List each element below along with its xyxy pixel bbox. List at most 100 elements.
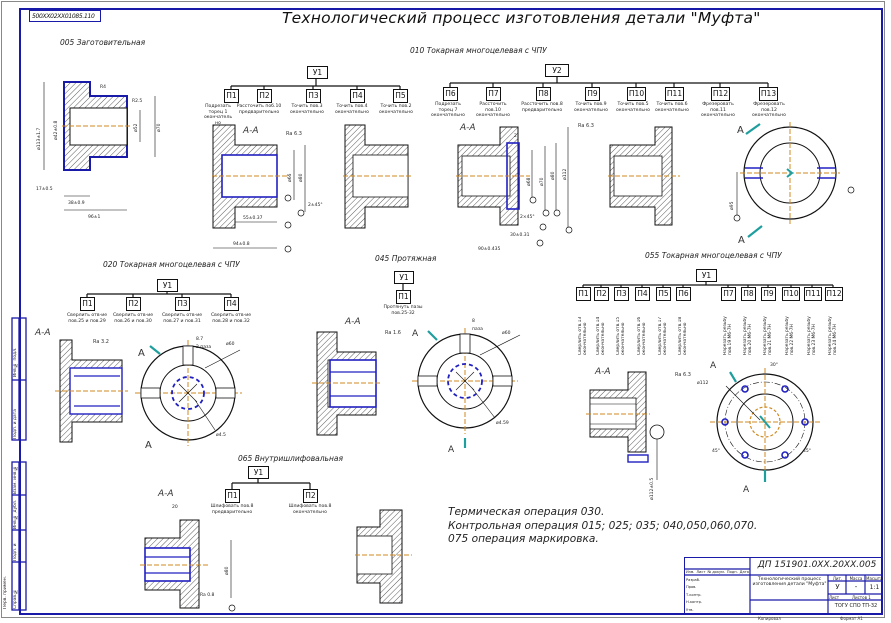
col-label: Изм. bbox=[686, 570, 695, 574]
view-label: А bbox=[737, 125, 744, 136]
side-stamp-label: Подп. и дата bbox=[13, 543, 19, 561]
op020-name: 020 Токарная многоцелевая с ЧПУ bbox=[103, 260, 240, 269]
technical-notes: Термическая операция 030. Контрольная оп… bbox=[448, 506, 757, 547]
op045-name: 045 Протяжная bbox=[375, 254, 437, 263]
note-line: Термическая операция 030. bbox=[448, 506, 605, 518]
view-label: А bbox=[412, 329, 419, 339]
step-text: Точить пов.9 окончательно bbox=[574, 102, 608, 113]
setup-box: У1 bbox=[696, 269, 717, 282]
step-text: Нарезать резьбу пов.23 М6-7Н bbox=[807, 316, 817, 355]
section-label: А-А bbox=[242, 126, 259, 136]
step-text: Сверлить отв.13 окончательно bbox=[578, 316, 588, 355]
dim-label: R2.5 bbox=[132, 98, 142, 104]
step-box: П4 bbox=[635, 287, 650, 301]
step-text: Фрезеровать пов.12 окончательно bbox=[752, 102, 786, 119]
step-text: Сверлить отв.15 окончательно bbox=[616, 316, 626, 355]
dim-label: ø113±1.7 bbox=[36, 128, 42, 150]
step-box: П3 bbox=[175, 297, 190, 311]
step-text: Точить пов.3 окончательно bbox=[290, 104, 324, 115]
role-label: Т.контр. bbox=[686, 592, 702, 597]
op010-section-1 bbox=[212, 124, 306, 253]
op055-end-view bbox=[710, 368, 820, 482]
step-text: Сверлить отв-ие пов.26 и пов.30 bbox=[112, 313, 154, 324]
step-box: П1 bbox=[576, 287, 591, 301]
dim-label: 30° bbox=[770, 362, 778, 368]
step-box: П2 bbox=[303, 489, 318, 503]
title-block-header: Масштаб bbox=[866, 576, 883, 581]
step-box: П1 bbox=[80, 297, 95, 311]
side-stamp-label: Инв.№ подл. bbox=[13, 347, 18, 377]
step-text: Шлифовать пов.8 окончательно bbox=[288, 504, 332, 515]
title-block-grid bbox=[684, 557, 883, 615]
dim-label: 96±1 bbox=[88, 214, 100, 220]
section-label: А-А bbox=[34, 328, 51, 338]
title-block-header: Масса bbox=[849, 576, 863, 581]
col-label: Дата bbox=[739, 570, 749, 574]
view-label: А bbox=[448, 445, 455, 455]
roughness-mark: Ra 3.2 bbox=[93, 339, 109, 345]
dim-label: ø95 bbox=[729, 201, 735, 210]
dim-label: 8 bbox=[472, 318, 475, 324]
title-block-roles: Разраб. Пров. Т.контр. Н.контр. Утв. bbox=[686, 577, 749, 614]
op055-section bbox=[586, 371, 665, 480]
section-label: А-А bbox=[459, 123, 476, 133]
role-label: Н.контр. bbox=[686, 600, 703, 605]
side-stamp-label: Инв.№ дубл. bbox=[13, 499, 18, 529]
dim-label: ø4.59 bbox=[496, 420, 509, 426]
step-box: П1 bbox=[224, 89, 239, 103]
step-text: Рассточить пов.8 предварительно bbox=[521, 102, 563, 113]
roughness-mark: Ra 6.3 bbox=[578, 123, 594, 129]
step-text: Фрезеровать пов.11 окончательно bbox=[701, 102, 735, 119]
step-text: Сверлить отв.16 окончательно bbox=[637, 316, 647, 355]
dim-label: 20 bbox=[172, 504, 178, 510]
section-label: А-А bbox=[594, 367, 611, 377]
op010-view-3 bbox=[608, 126, 680, 226]
col-label: № докум. bbox=[707, 570, 726, 574]
op010-section-1-dims: ø65 ø80 55±0.37 94±0.8 2±45° bbox=[233, 173, 323, 247]
setup-box: У2 bbox=[545, 64, 569, 77]
dim-label: 2 bbox=[514, 133, 517, 139]
step-box: П2 bbox=[594, 287, 609, 301]
step-text: Сверлить отв-ие пов.28 и пов.32 bbox=[210, 313, 252, 324]
dim-label: ø80 bbox=[298, 173, 304, 182]
title-block-header: Лит. bbox=[832, 576, 843, 581]
step-box: П13 bbox=[759, 87, 778, 101]
step-text: Подрезать торец 1 окончательно bbox=[203, 104, 233, 126]
col-label: Лист bbox=[696, 570, 706, 574]
step-box: П7 bbox=[486, 87, 501, 101]
dim-label: ø112 bbox=[562, 169, 568, 180]
step-text: Подрезать торец 7 окончательно bbox=[431, 102, 465, 119]
op045-section bbox=[312, 331, 380, 436]
note-line: Контрольная операция 015; 025; 035; 040,… bbox=[448, 519, 758, 532]
step-text: Протянуть пазы пов.25-32 bbox=[383, 305, 423, 316]
side-stamp-label: Справ.№ bbox=[13, 588, 18, 609]
step-box: П1 bbox=[396, 290, 411, 304]
section-label: А-А bbox=[157, 489, 174, 499]
step-text: Шлифовать пов.8 предварительно bbox=[210, 504, 254, 515]
step-text: Сверлить отв.14 окончательно bbox=[596, 316, 606, 355]
step-box: П11 bbox=[804, 287, 822, 301]
op010-end-view bbox=[733, 122, 855, 238]
dim-label: 55±0.37 bbox=[243, 215, 263, 221]
dim-label: ø70 bbox=[156, 123, 162, 132]
setup-box: У1 bbox=[394, 271, 414, 284]
step-text: Нарезать резьбу пов.24 М6-7Н bbox=[828, 316, 838, 355]
op065-view bbox=[355, 509, 412, 604]
step-box: П12 bbox=[825, 287, 843, 301]
roughness-mark: Ra 6.3 bbox=[675, 372, 691, 378]
dim-label: 30±0.31 bbox=[510, 232, 530, 238]
dim-label: 2±45° bbox=[308, 202, 323, 208]
step-box: П12 bbox=[711, 87, 730, 101]
role-label: Пров. bbox=[686, 585, 697, 590]
step-text: Сверлить отв-ие пов.25 и пов.29 bbox=[66, 313, 108, 324]
dim-label: ø80 bbox=[550, 171, 556, 180]
title-block-mass: - bbox=[854, 583, 858, 591]
title-block-scale: 1:1 bbox=[869, 584, 880, 591]
step-text: Нарезать резьбу пов.22 М6-7Н bbox=[785, 316, 795, 355]
step-text: Нарезать резьбу пов.21 М6-7Н bbox=[763, 316, 773, 355]
col-label: Подп. bbox=[726, 570, 738, 574]
step-box: П5 bbox=[656, 287, 671, 301]
step-box: П2 bbox=[126, 297, 141, 311]
step-box: П10 bbox=[627, 87, 646, 101]
view-label: А bbox=[138, 348, 145, 359]
